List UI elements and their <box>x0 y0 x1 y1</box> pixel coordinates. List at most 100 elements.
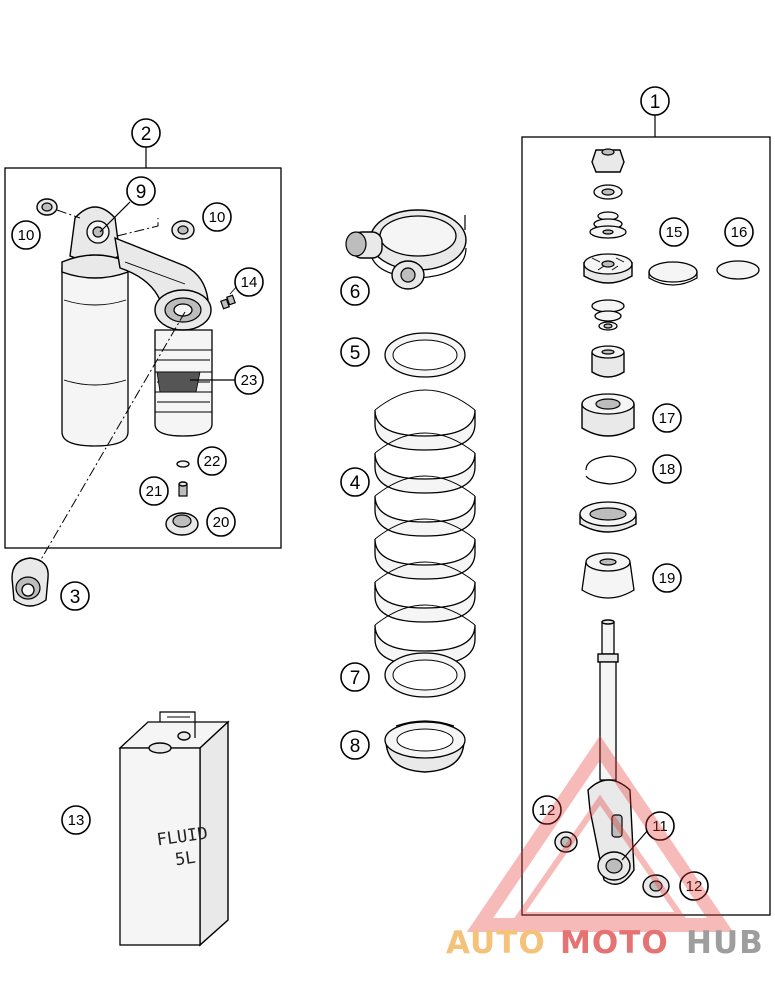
callout-9-leader <box>99 201 131 233</box>
callout-15-label: 15 <box>666 224 683 241</box>
callout-10-right-label: 10 <box>209 209 226 226</box>
callout-12-left-circle <box>532 795 562 825</box>
callout-12-right: 12 <box>679 871 709 901</box>
callout-15: 15 <box>659 217 689 247</box>
callout-1: 1 <box>640 86 670 116</box>
spring-coil <box>374 452 476 494</box>
callout-12-left: 12 <box>532 795 562 825</box>
watermark-triangle <box>466 735 734 932</box>
callout-2-circle <box>131 118 161 148</box>
callout-10-left-circle <box>11 220 41 250</box>
spring-coil-back <box>374 518 476 540</box>
callout-4: 4 <box>340 467 370 497</box>
callout-8-circle <box>340 730 370 760</box>
callout-22-circle <box>197 446 227 476</box>
callout-19-circle <box>652 563 682 593</box>
seal-head <box>581 393 635 437</box>
callout-12-right-circle <box>679 871 709 901</box>
fluid-volume-label: 5L <box>174 848 197 871</box>
callout-7-label: 7 <box>350 668 361 689</box>
callout-18-circle <box>652 454 682 484</box>
callout-22: 22 <box>197 446 227 476</box>
callout-12-left-label: 12 <box>539 802 556 819</box>
fluid-can: FLUID 5L <box>118 711 230 947</box>
callout-6-circle <box>340 276 370 306</box>
spring-seat-ring-bottom <box>384 652 466 698</box>
bushing-right <box>171 220 195 240</box>
callout-20: 20 <box>206 507 236 537</box>
callout-16-label: 16 <box>731 224 748 241</box>
callout-3-label: 3 <box>70 587 81 608</box>
callout-13-label: 13 <box>68 812 85 829</box>
piston-rod <box>587 619 635 885</box>
callout-4-label: 4 <box>350 473 361 494</box>
callout-10-right: 10 <box>202 202 232 232</box>
callout-21-label: 21 <box>146 483 163 500</box>
bushing-axis-right <box>116 218 159 237</box>
callout-2: 2 <box>131 118 161 148</box>
callout-2-label: 2 <box>141 124 152 145</box>
callout-10-left: 10 <box>11 220 41 250</box>
callout-13: 13 <box>61 805 91 835</box>
eye-bushing-right <box>642 874 670 898</box>
watermark: AUTO MOTO HUB <box>446 735 763 961</box>
callout-9-circle <box>126 176 156 206</box>
pins <box>220 294 236 310</box>
shim-stack-upper <box>589 211 627 239</box>
callout-22-label: 22 <box>204 453 221 470</box>
callout-20-circle <box>206 507 236 537</box>
callout-9: 9 <box>126 176 156 206</box>
spring-coil-back <box>374 389 476 411</box>
spring-coil-back <box>374 604 476 626</box>
callout-6-label: 6 <box>350 282 361 303</box>
callout-17-label: 17 <box>659 410 676 427</box>
circlip <box>585 455 637 485</box>
callout-7: 7 <box>340 662 370 692</box>
spring-seat-ring-top <box>384 332 466 378</box>
small-o-ring <box>176 460 190 468</box>
callout-7-circle <box>340 662 370 692</box>
watermark-moto: MOTO <box>560 925 669 961</box>
callout-20-label: 20 <box>213 514 230 531</box>
seal-cap <box>579 501 637 533</box>
callout-6: 6 <box>340 276 370 306</box>
callout-21: 21 <box>139 476 169 506</box>
callout-18: 18 <box>652 454 682 484</box>
callout-10-right-circle <box>202 202 232 232</box>
callout-1-label: 1 <box>650 92 661 113</box>
bushing-left <box>36 198 58 216</box>
piston <box>583 253 633 284</box>
lower-bearing <box>11 557 49 607</box>
o-ring-large <box>716 260 760 280</box>
callout-1-circle <box>640 86 670 116</box>
callout-14-circle <box>234 267 264 297</box>
callout-16: 16 <box>724 217 754 247</box>
callout-17: 17 <box>652 403 682 433</box>
callout-19: 19 <box>652 563 682 593</box>
callout-23-label: 23 <box>241 372 258 389</box>
spring-coil <box>374 495 476 537</box>
callout-16-circle <box>724 217 754 247</box>
callout-11-circle <box>645 811 675 841</box>
callout-14: 14 <box>234 267 264 297</box>
reservoir-cap <box>165 512 199 536</box>
callout-23-circle <box>234 365 264 395</box>
damper-assembly-frame <box>521 136 771 916</box>
piston-band <box>648 261 698 286</box>
lower-spring-seat <box>384 720 466 773</box>
callout-5: 5 <box>340 337 370 367</box>
callout-11: 11 <box>645 811 675 841</box>
damper-nut <box>591 148 625 173</box>
spring-coil-back <box>374 432 476 454</box>
shock-body-assembly-frame <box>4 167 282 549</box>
shock-body <box>61 206 213 447</box>
callout-10-left-label: 10 <box>18 227 35 244</box>
spring-coil <box>374 409 476 451</box>
callout-5-label: 5 <box>350 343 361 364</box>
callout-3-circle <box>60 581 90 611</box>
shim-stack-lower <box>591 299 625 331</box>
callout-12-right-label: 12 <box>686 878 703 895</box>
mount-axis <box>31 311 186 576</box>
spring-retainer-top <box>345 209 467 290</box>
callout-11-label: 11 <box>652 818 668 835</box>
